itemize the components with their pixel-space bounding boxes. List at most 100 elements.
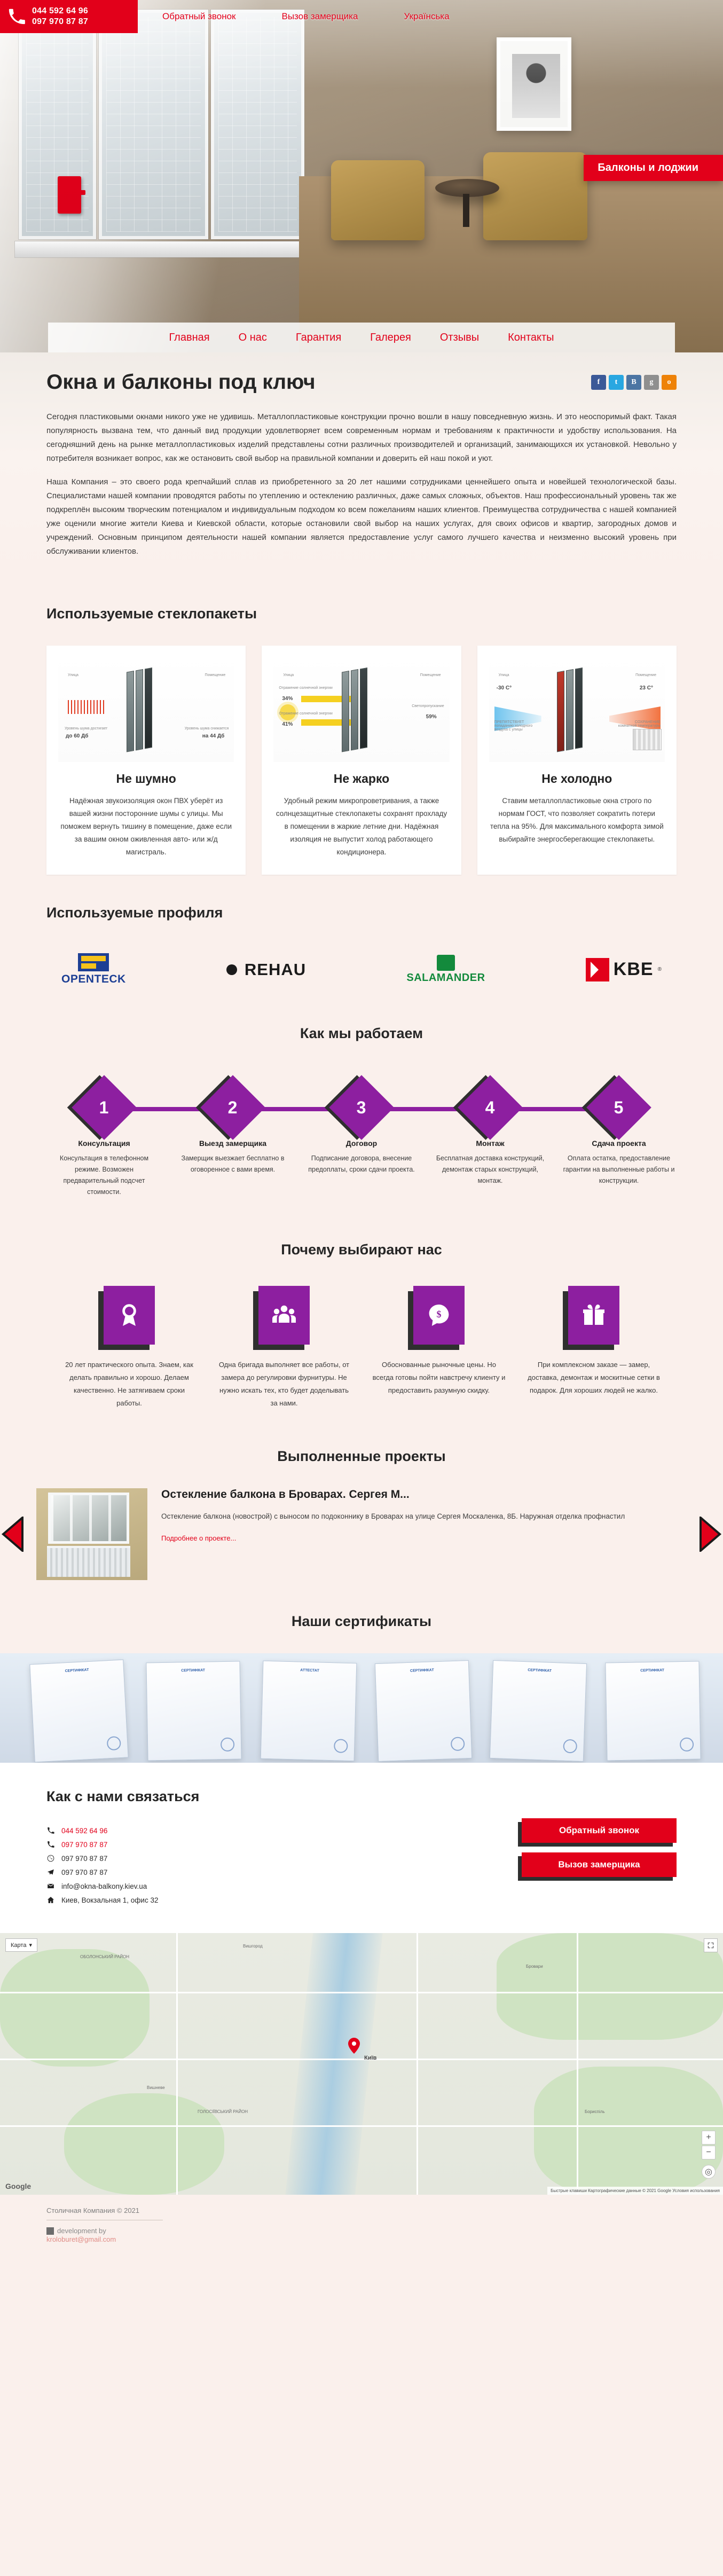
language-switch-link[interactable]: Українська bbox=[404, 11, 450, 21]
map-marker-icon[interactable] bbox=[348, 2038, 360, 2054]
projects-carousel: Остекление балкона в Броварах. Сергея М.… bbox=[0, 1488, 723, 1580]
diagram-noise-in-caption: Уровень шума достигает bbox=[65, 727, 108, 731]
footer: Столичная Компания © 2021 development by… bbox=[0, 2195, 723, 2263]
carousel-next-arrow-icon[interactable] bbox=[698, 1514, 723, 1554]
why-item-price: $ Обоснованные рыночные цены. Но всегда … bbox=[372, 1286, 506, 1410]
nav-item-about[interactable]: О нас bbox=[238, 331, 267, 343]
map-type-button[interactable]: Карта ▾ bbox=[5, 1938, 37, 1952]
phone-icon bbox=[9, 9, 25, 25]
map-fullscreen-button[interactable] bbox=[704, 1938, 718, 1952]
brand-logo-rehau[interactable]: REHAU bbox=[226, 960, 306, 979]
certificate-caption: АТТЕСТАТ bbox=[300, 1668, 319, 1673]
home-icon bbox=[46, 1896, 55, 1904]
map-place-label: Бровари bbox=[526, 1964, 543, 1969]
certificate-thumbnail[interactable]: АТТЕСТАТ bbox=[260, 1660, 357, 1762]
glazing-diagram-noise: Улица Помещение Уровень шума достигает д… bbox=[58, 655, 234, 762]
certificate-thumbnail[interactable]: СЕРТИФІКАТ bbox=[146, 1661, 242, 1761]
certificate-thumbnail[interactable]: СЕРТИФІКАТ bbox=[374, 1660, 473, 1762]
gift-icon bbox=[568, 1286, 619, 1345]
salamander-mark-icon bbox=[436, 955, 455, 971]
facebook-icon[interactable]: f bbox=[591, 375, 606, 390]
footer-developer-email[interactable]: kroloburet@gmail.com bbox=[46, 2235, 116, 2243]
map-locate-icon[interactable]: ◎ bbox=[702, 2165, 716, 2179]
why-item-team: Одна бригада выполняет все работы, от за… bbox=[217, 1286, 351, 1410]
certificate-thumbnail[interactable]: СЕРТИФІКАТ bbox=[489, 1660, 587, 1762]
step-text: Консультация в телефонном режиме. Возмож… bbox=[59, 1155, 149, 1196]
diagram-room-label: Помещение bbox=[205, 673, 226, 677]
certificate-caption: СЕРТИФІКАТ bbox=[640, 1668, 665, 1673]
contact-email[interactable]: info@okna-balkony.kiev.ua bbox=[61, 1882, 147, 1890]
projects-section: Выполненные проекты Остекление балкона в… bbox=[0, 1433, 723, 1598]
brand-logo-openteck[interactable]: OPENTECK bbox=[61, 953, 126, 986]
coffee-table bbox=[435, 179, 499, 227]
brand-logo-kbe[interactable]: KBE ® bbox=[585, 957, 662, 981]
measure-call-button[interactable]: Вызов замерщика bbox=[522, 1852, 677, 1877]
certificates-section: Наши сертификаты СЕРТИФІКАТ СЕРТИФІКАТ А… bbox=[0, 1598, 723, 1763]
vk-icon[interactable]: В bbox=[626, 375, 641, 390]
twitter-icon[interactable]: t bbox=[609, 375, 624, 390]
nav-item-contacts[interactable]: Контакты bbox=[508, 331, 554, 343]
kbe-label: KBE bbox=[613, 959, 654, 979]
contact-viber: 097 970 87 87 bbox=[61, 1854, 108, 1863]
step-2: 2 Выезд замерщика Замерщик выезжает бесп… bbox=[176, 1075, 289, 1175]
carousel-prev-arrow-icon[interactable] bbox=[0, 1514, 25, 1554]
map-place-label: Бориспіль bbox=[585, 2109, 605, 2114]
contact-phone-1[interactable]: 044 592 64 96 bbox=[61, 1826, 108, 1835]
certificate-caption: СЕРТИФІКАТ bbox=[65, 1668, 89, 1674]
step-text: Подписание договора, внесение предоплаты… bbox=[308, 1155, 415, 1173]
map-type-label: Карта bbox=[11, 1942, 27, 1949]
google-plus-icon[interactable]: g bbox=[644, 375, 659, 390]
certificate-thumbnail[interactable]: СЕРТИФІКАТ bbox=[29, 1659, 129, 1763]
project-more-link[interactable]: Подробнее о проекте... bbox=[161, 1534, 237, 1542]
step-1: 1 Консультация Консультация в телефонном… bbox=[48, 1075, 161, 1198]
project-card: Остекление балкона в Броварах. Сергея М.… bbox=[25, 1488, 698, 1580]
header-phone-1: 044 592 64 96 bbox=[32, 6, 88, 15]
header-phone-2: 097 970 87 87 bbox=[32, 17, 88, 26]
glazing-card: Улица Помещение -30 C° 23 C° ПРЕПЯТСТВУЕ… bbox=[477, 646, 677, 875]
nav-item-warranty[interactable]: Гарантия bbox=[295, 331, 342, 343]
project-heading: Остекление балкона в Броварах. Сергея М.… bbox=[161, 1488, 410, 1501]
odnoklassniki-icon[interactable]: о bbox=[662, 375, 677, 390]
contact-address: Киев, Вокзальная 1, офис 32 bbox=[61, 1896, 159, 1904]
measure-call-link[interactable]: Вызов замерщика bbox=[281, 11, 358, 21]
diagram-reflect-caption-1: Отражение солнечной энергии bbox=[279, 686, 333, 690]
seal-icon bbox=[220, 1737, 235, 1752]
contact-telegram: 097 970 87 87 bbox=[61, 1868, 108, 1876]
map-zoom-out-button[interactable]: − bbox=[702, 2146, 716, 2159]
callback-button[interactable]: Обратный звонок bbox=[522, 1818, 677, 1843]
social-links: f t В g о bbox=[591, 375, 677, 390]
window-pane bbox=[211, 10, 304, 239]
step-number: 5 bbox=[614, 1097, 624, 1117]
project-thumbnail[interactable] bbox=[36, 1488, 147, 1580]
certificate-thumbnail[interactable]: СЕРТИФІКАТ bbox=[605, 1661, 701, 1761]
diagram-reflect-value-1: 34% bbox=[282, 696, 293, 702]
map-place-label: ГОЛОСІЇВСЬКИЙ РАЙОН bbox=[198, 2109, 248, 2114]
intro-paragraph-2: Наша Компания – это своего рода крепчайш… bbox=[46, 477, 677, 556]
map-zoom-in-button[interactable]: + bbox=[702, 2131, 716, 2145]
header-phone-block[interactable]: 044 592 64 96 097 970 87 87 bbox=[0, 0, 138, 33]
map-widget[interactable]: ОБОЛОНСЬКИЙ РАЙОН Вишгород Бровари Київ … bbox=[0, 1933, 723, 2195]
brand-logo-salamander[interactable]: SALAMANDER bbox=[406, 955, 485, 984]
balcony-banner[interactable]: Балконы и лоджии bbox=[584, 155, 723, 181]
diagram-reflect-value-2: 41% bbox=[282, 721, 293, 727]
why-us-section: Почему выбирают нас 20 лет практического… bbox=[0, 1226, 723, 1433]
rehau-mark-icon bbox=[226, 964, 237, 975]
map-attribution: Быстрые клавиши Картографические данные … bbox=[547, 2187, 723, 2195]
glazing-title: Используемые стеклопакеты bbox=[46, 606, 257, 622]
glass-unit-icon bbox=[341, 665, 381, 752]
step-5: 5 Сдача проекта Оплата остатка, предоста… bbox=[562, 1075, 675, 1187]
callback-link[interactable]: Обратный звонок bbox=[162, 11, 236, 21]
developer-logo-icon bbox=[46, 2227, 54, 2235]
certificates-title: Наши сертификаты bbox=[291, 1613, 432, 1629]
glass-unit-icon bbox=[557, 665, 596, 752]
nav-item-home[interactable]: Главная bbox=[169, 331, 210, 343]
window-handle bbox=[58, 176, 85, 214]
step-4: 4 Монтаж Бесплатная доставка конструкций… bbox=[434, 1075, 547, 1187]
how-we-work-section: Как мы работаем 1 Консультация Консульта… bbox=[0, 1007, 723, 1226]
nav-item-gallery[interactable]: Галерея bbox=[370, 331, 411, 343]
nav-item-reviews[interactable]: Отзывы bbox=[439, 331, 480, 343]
contact-phone-2[interactable]: 097 970 87 87 bbox=[61, 1840, 108, 1849]
map-green-area bbox=[534, 2067, 723, 2195]
top-bar: 044 592 64 96 097 970 87 87 Обратный зво… bbox=[0, 0, 723, 33]
map-green-area bbox=[64, 2093, 224, 2195]
